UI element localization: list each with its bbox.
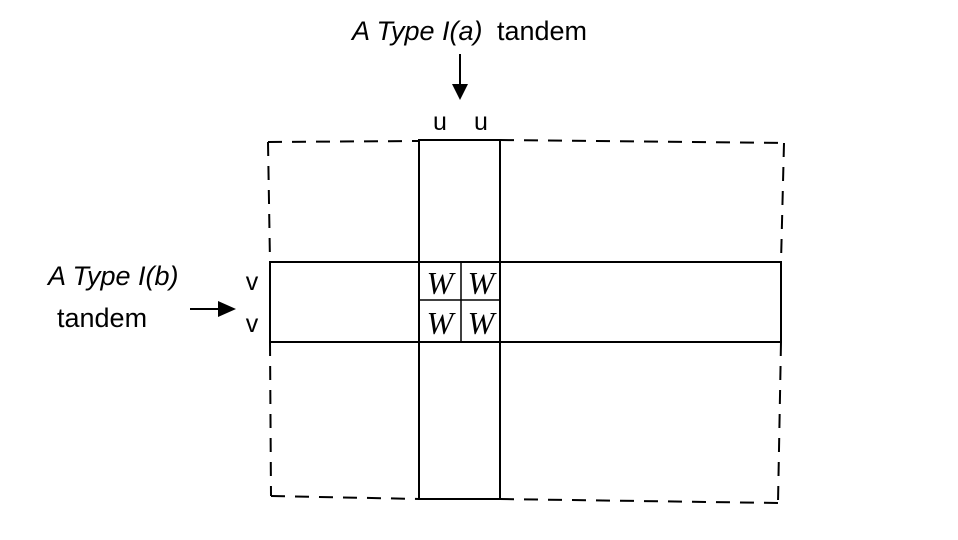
cell-w: W [427,265,457,301]
cell-w: W [427,305,457,341]
horizontal-band [269,261,782,343]
type-a-italic: A Type I(a) [350,16,483,46]
row-label-v: v [246,310,259,338]
right-arrow-icon [190,301,236,317]
down-arrow-icon [452,54,468,100]
vertical-band [418,139,501,500]
type-a-label: A Type I(a) tandem [350,16,587,46]
column-label-u: u [474,108,488,136]
type-b-italic: A Type I(b) [46,261,179,291]
cell-w: W [468,305,498,341]
cell-w: W [468,265,498,301]
type-a-plain: tandem [497,16,587,46]
type-b-plain: tandem [57,303,147,333]
column-label-u: u [433,108,447,136]
intersection-grid [419,262,500,342]
matrix-boundary [267,139,785,504]
row-label-v: v [246,268,259,296]
